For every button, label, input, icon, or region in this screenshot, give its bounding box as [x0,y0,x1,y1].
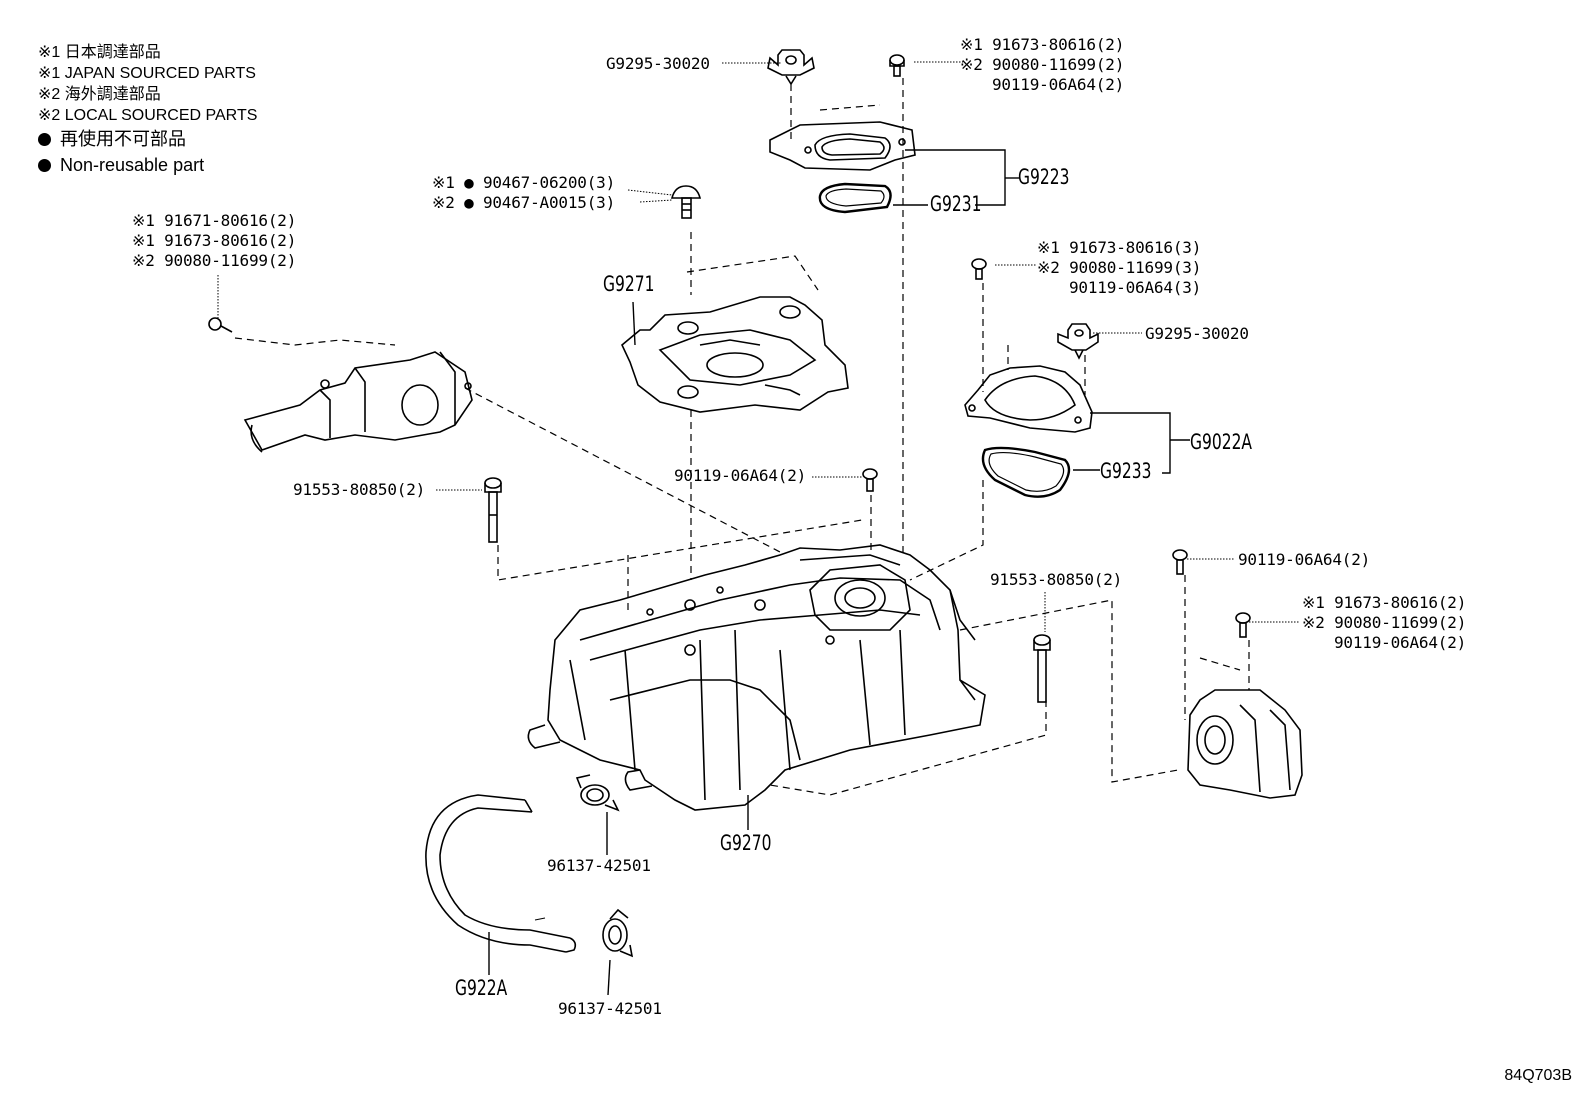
part-label-bolt-top: ※1 91673-80616(2) ※2 90080-11699(2) 9011… [960,35,1124,95]
legend: ※1 日本調達部品 ※1 JAPAN SOURCED PARTS ※2 海外調達… [38,42,257,178]
part-label-far-right-bolt: 90119-06A64(2) [1238,550,1371,569]
part-number: ※1 ● 90467-06200(3) [432,173,615,192]
gasket-g9233 [981,446,1071,498]
part-number: ※1 91673-80616(2) [960,35,1125,54]
part-label-g9271: G9271 [603,272,655,296]
part-number: ※2 90080-11699(2) [960,55,1125,74]
bolt-far-right-2 [1235,612,1251,638]
inverter-g9270 [527,544,986,811]
part-number: ※1 91673-80616(2) [1302,593,1467,612]
legend-line-6: Non-reusable part [38,152,257,178]
clamp-lower [602,908,634,958]
legend-text-5: 再使用不可部品 [60,129,186,149]
legend-line-5: 再使用不可部品 [38,126,257,152]
long-bolt-right [1033,634,1051,703]
part-number: ※2 90080-11699(3) [1037,258,1202,277]
part-label-g9270: G9270 [720,831,772,855]
bolt-center [862,468,878,492]
gasket-g9231 [818,182,892,214]
cap-right [1057,323,1099,360]
part-number: 90119-06A64(3) [1069,278,1202,297]
hose-g922a [425,794,577,953]
bullet-icon [38,133,51,146]
part-number: ※2 90080-11699(2) [1302,613,1467,632]
cap-top [767,49,815,86]
part-label-left-bolt: ※1 91671-80616(2) ※1 91673-80616(2) ※2 9… [132,211,296,271]
connector-left [208,317,473,453]
part-number: ※1 91673-80616(2) [132,231,297,250]
part-label-clip: ※1 ● 90467-06200(3) ※2 ● 90467-A0015(3) [432,173,615,213]
part-label-g9022a: G9022A [1190,430,1253,454]
diagram-code: 84Q703B [1504,1067,1572,1084]
long-bolt-left [484,477,502,543]
bolt-far-right-1 [1172,549,1188,575]
part-number: ※2 ● 90467-A0015(3) [432,193,615,212]
legend-line-3: ※2 海外調達部品 [38,86,161,103]
legend-line-2: ※1 JAPAN SOURCED PARTS [38,65,256,82]
part-label-clamp-lower: 96137-42501 [558,999,662,1018]
part-label-g9223: G9223 [1018,165,1070,189]
part-label-long-bolt-right: 91553-80850(2) [990,570,1123,589]
part-label-right-bolt: ※1 91673-80616(3) ※2 90080-11699(3) 9011… [1037,238,1201,298]
legend-text-6: Non-reusable part [60,155,205,175]
plate-g9223 [769,121,916,171]
bolt-top [889,54,905,77]
cover-g9271 [621,296,849,413]
part-label-center-bolt: 90119-06A64(2) [674,466,807,485]
part-number: ※1 91673-80616(3) [1037,238,1202,257]
part-label-g922a: G922A [455,976,508,1000]
legend-line-1: ※1 日本調達部品 [38,44,161,61]
part-label-g9233: G9233 [1100,459,1152,483]
plate-g9022a [964,365,1093,433]
part-label-clamp-upper: 96137-42501 [547,856,651,875]
connector-right [1187,689,1303,799]
part-label-g9295-right: G9295-30020 [1145,324,1249,343]
part-label-g9295-top: G9295-30020 [606,54,710,73]
bullet-icon [38,159,51,172]
part-number: 90119-06A64(2) [992,75,1125,94]
part-number: 90119-06A64(2) [1334,633,1467,652]
clip-90467 [670,185,702,219]
assembly-lines [234,78,1250,796]
part-label-g9231: G9231 [930,192,982,216]
part-label-far-right-group: ※1 91673-80616(2) ※2 90080-11699(2) 9011… [1302,593,1466,653]
part-number: ※1 91671-80616(2) [132,211,297,230]
group-brackets [488,149,1190,996]
clamp-upper [575,774,620,812]
part-number: ※2 90080-11699(2) [132,251,297,270]
part-label-long-bolt-left: 91553-80850(2) [293,480,426,499]
bolt-right-upper [971,258,987,280]
legend-line-4: ※2 LOCAL SOURCED PARTS [38,107,258,124]
leader-lines [217,61,1300,632]
